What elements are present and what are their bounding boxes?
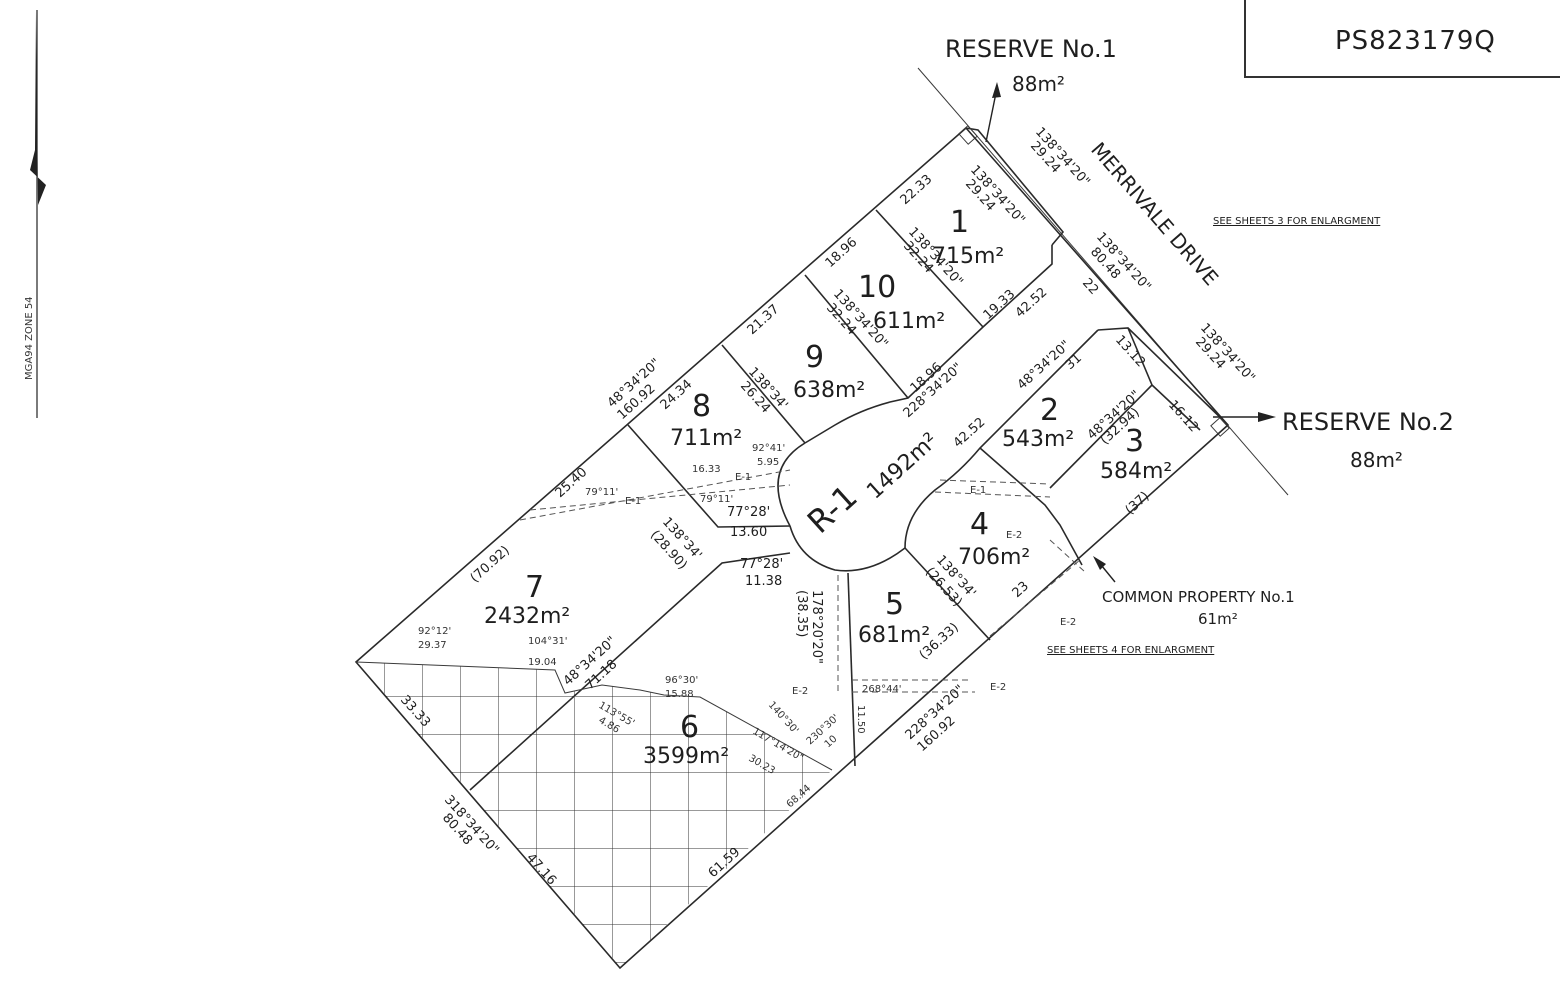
lot-5: 5 681m² (858, 587, 930, 648)
svg-text:22.33: 22.33 (898, 172, 936, 208)
lot-area: 3599m² (643, 744, 729, 769)
lot-area: 681m² (858, 623, 930, 648)
svg-text:92°12': 92°12' (418, 626, 451, 637)
svg-text:96°30': 96°30' (665, 675, 698, 686)
svg-text:21.37: 21.37 (745, 302, 783, 338)
svg-text:E-1: E-1 (625, 496, 641, 507)
svg-text:(70.92): (70.92) (468, 543, 513, 586)
lot-number: 6 (680, 710, 699, 745)
lot-10: 10 611m² (858, 270, 945, 334)
reserve-1-area: 88m² (1012, 72, 1065, 96)
svg-text:10: 10 (823, 734, 840, 751)
svg-text:13.12: 13.12 (1112, 333, 1148, 371)
subdivision-boundary (354, 126, 1230, 970)
svg-text:E-2: E-2 (1060, 617, 1076, 628)
plan-number: PS823179Q (1335, 26, 1496, 56)
lot-4: 4 706m² (958, 507, 1030, 570)
lot-number: 3 (1125, 424, 1144, 459)
note-sheet-4: SEE SHEETS 4 FOR ENLARGMENT (1047, 645, 1215, 656)
lot-9: 9 638m² (793, 340, 865, 403)
lot-number: 2 (1040, 393, 1059, 428)
svg-text:178°20'20": 178°20'20" (809, 590, 824, 664)
reserve-1-label: RESERVE No.1 (945, 35, 1117, 63)
lot-number: 10 (858, 270, 896, 305)
svg-text:42.52: 42.52 (1013, 285, 1051, 321)
lot-number: 5 (885, 587, 904, 622)
svg-text:18.96: 18.96 (823, 235, 861, 271)
lot-number: 1 (950, 205, 969, 240)
svg-text:19.04: 19.04 (528, 657, 557, 668)
svg-text:5.95: 5.95 (757, 457, 779, 468)
svg-text:23: 23 (1010, 579, 1032, 601)
note-sheet-3: SEE SHEETS 3 FOR ENLARGMENT (1213, 216, 1381, 227)
road-lot-label: R-1 (800, 477, 865, 541)
svg-text:16.12: 16.12 (1165, 398, 1201, 436)
svg-text:E-2: E-2 (990, 682, 1006, 693)
svg-text:11.50: 11.50 (855, 705, 866, 734)
svg-text:15.88: 15.88 (665, 689, 694, 700)
svg-text:(38.35): (38.35) (794, 590, 809, 637)
north-arrow-icon (30, 10, 46, 418)
reserve-2-arrow-icon (1213, 412, 1276, 422)
svg-text:E-2: E-2 (1006, 530, 1022, 541)
svg-text:140°30': 140°30' (766, 700, 801, 737)
plan-number-box (1244, 0, 1560, 78)
svg-text:E-1: E-1 (735, 472, 751, 483)
svg-text:29.37: 29.37 (418, 640, 447, 651)
lot-6: 6 3599m² (643, 710, 729, 769)
svg-text:E-1: E-1 (970, 485, 986, 496)
lot-number: 4 (970, 507, 989, 542)
reserve-2-area: 88m² (1350, 448, 1403, 472)
svg-text:104°31': 104°31' (528, 636, 568, 647)
svg-text:79°11': 79°11' (585, 487, 618, 498)
svg-text:268°44': 268°44' (862, 684, 902, 695)
svg-text:13.60: 13.60 (730, 525, 767, 540)
reserve-1-arrow-icon (985, 82, 1001, 143)
lot-3: 3 584m² (1100, 424, 1172, 484)
lot-area: 706m² (958, 545, 1030, 570)
svg-text:E-2: E-2 (792, 686, 808, 697)
svg-text:(37): (37) (1123, 489, 1153, 518)
svg-text:19.33: 19.33 (981, 287, 1019, 323)
lot-area: 584m² (1100, 459, 1172, 484)
svg-text:77°28': 77°28' (727, 505, 770, 520)
lot-8: 8 711m² (670, 389, 742, 451)
lot-number: 9 (805, 340, 824, 375)
lot-area: 638m² (793, 378, 865, 403)
hatched-area (356, 662, 832, 968)
lot-2: 2 543m² (1002, 393, 1074, 452)
common-property-label: COMMON PROPERTY No.1 (1102, 588, 1295, 606)
lot-area: 543m² (1002, 427, 1074, 452)
svg-text:77°28': 77°28' (740, 557, 783, 572)
lot-7: 7 2432m² (484, 570, 570, 629)
common-property-arrow-icon (1093, 556, 1116, 583)
lot-1: 1 715m² (932, 205, 1004, 269)
lot-number: 7 (525, 570, 544, 605)
lot-area: 2432m² (484, 604, 570, 629)
lot-area: 715m² (932, 244, 1004, 269)
svg-text:92°41': 92°41' (752, 443, 785, 454)
common-property-area: 61m² (1198, 610, 1238, 628)
lot-number: 8 (692, 389, 711, 424)
svg-text:79°11': 79°11' (700, 494, 733, 505)
svg-text:16.33: 16.33 (692, 464, 721, 475)
reserve-2-label: RESERVE No.2 (1282, 408, 1454, 436)
lot-area: 711m² (670, 426, 742, 451)
lot-area: 611m² (873, 309, 945, 334)
svg-text:22: 22 (1079, 276, 1101, 298)
svg-text:11.38: 11.38 (745, 574, 782, 589)
north-arrow-label: MGA94 ZONE 54 (24, 296, 35, 380)
